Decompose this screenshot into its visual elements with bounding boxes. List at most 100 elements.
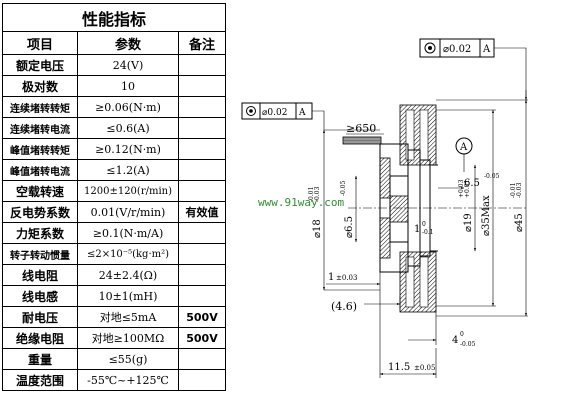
row-item: 连续堵转转矩 bbox=[2, 96, 78, 118]
l1-inner-value: 1 bbox=[414, 224, 420, 235]
watermark: www.91way.com bbox=[258, 196, 344, 209]
row-item: 线电感 bbox=[2, 285, 78, 307]
row-value: ≥0.06(N·m) bbox=[77, 96, 179, 118]
row-note bbox=[178, 54, 226, 76]
tol-top-dia: ⌀ bbox=[443, 44, 449, 55]
row-note bbox=[178, 159, 226, 181]
l4-value: 4 bbox=[452, 335, 458, 346]
table-row: 连续堵转转矩≥0.06(N·m) bbox=[2, 96, 226, 118]
l11-5-tol: ±0.05 bbox=[414, 364, 435, 372]
tol-top-value: 0.02 bbox=[449, 44, 471, 55]
row-note bbox=[178, 243, 226, 265]
l1-inner-tol-hi: 0 bbox=[422, 221, 426, 228]
d45-dia: ⌀ bbox=[514, 226, 525, 232]
row-item: 极对数 bbox=[2, 75, 78, 97]
header-note: 备注 bbox=[178, 31, 226, 55]
row-note bbox=[178, 117, 226, 139]
table-row: 温度范围-55℃~+125℃ bbox=[2, 369, 226, 391]
d35-dia: ⌀ bbox=[481, 230, 492, 236]
l11-5-value: 11.5 bbox=[388, 362, 410, 373]
row-value: 对地≤5mA bbox=[77, 306, 179, 328]
l4-tol-hi: 0 bbox=[460, 331, 464, 338]
row-note bbox=[178, 264, 226, 286]
row-item: 反电势系数 bbox=[2, 201, 78, 223]
row-note bbox=[178, 369, 226, 391]
motor-section bbox=[379, 104, 438, 313]
svg-text:⌀35Max: ⌀35Max bbox=[481, 195, 492, 236]
svg-text:⌀0.02: ⌀0.02 bbox=[443, 44, 471, 55]
table-header-row: 项目 参数 备注 bbox=[2, 31, 226, 55]
l6-5-value: 6.5 bbox=[464, 178, 480, 189]
d6-5-dia: ⌀ bbox=[344, 232, 355, 238]
svg-text:≥650: ≥650 bbox=[346, 122, 376, 135]
row-item: 转子转动惯量 bbox=[2, 243, 78, 265]
row-value: ≥0.1(N·m/A) bbox=[77, 222, 179, 244]
row-value: 24±2.4(Ω) bbox=[77, 264, 179, 286]
d35-value: 35Max bbox=[481, 195, 492, 230]
d6-5-tol-hi: -0.05 bbox=[340, 180, 347, 196]
tol-left-dia: ⌀ bbox=[262, 108, 268, 118]
table-title: 性能指标 bbox=[2, 3, 226, 32]
d6-5-value: 6.5 bbox=[344, 216, 355, 232]
table-row: 力矩系数≥0.1(N·m/A) bbox=[2, 222, 226, 244]
table-title-row: 性能指标 bbox=[2, 3, 226, 32]
row-value: 10 bbox=[77, 75, 179, 97]
svg-text:⌀6.5: ⌀6.5 bbox=[344, 216, 355, 238]
row-note bbox=[178, 96, 226, 118]
l1-inner-tol-lo: -0.1 bbox=[422, 229, 434, 236]
length-dimensions: 6.5 -0.05 1 0 -0.1 1 ±0.03 (4.6) 4 0 -0.… bbox=[326, 173, 500, 378]
tolerance-frame-left: ⌀0.02 A bbox=[241, 102, 325, 130]
row-note bbox=[178, 285, 226, 307]
row-value: ≤0.6(A) bbox=[77, 117, 179, 139]
table-row: 峰值堵转电流≤1.2(A) bbox=[2, 159, 226, 181]
row-value: 对地≥100MΩ bbox=[77, 327, 179, 349]
row-item: 空载转速 bbox=[2, 180, 78, 202]
row-note bbox=[178, 222, 226, 244]
concentricity-icon bbox=[246, 106, 256, 116]
datum-a-label: A bbox=[459, 142, 468, 153]
row-item: 连续堵转电流 bbox=[2, 117, 78, 139]
d19-value: 19 bbox=[463, 213, 474, 226]
tol-left-value: 0.02 bbox=[267, 108, 287, 118]
row-item: 耐电压 bbox=[2, 306, 78, 328]
d18-dia: ⌀ bbox=[312, 232, 323, 238]
concentricity-icon-center bbox=[249, 109, 253, 113]
concentricity-icon bbox=[424, 42, 436, 54]
row-item: 峰值堵转电流 bbox=[2, 159, 78, 181]
header-value: 参数 bbox=[77, 31, 179, 55]
row-value: -55℃~+125℃ bbox=[77, 369, 179, 391]
row-note bbox=[178, 75, 226, 97]
row-note: 500V bbox=[178, 327, 226, 349]
row-value: ≥0.12(N·m) bbox=[77, 138, 179, 160]
row-value: ≤1.2(A) bbox=[77, 159, 179, 181]
row-value: 1200±120(r/min) bbox=[77, 180, 179, 202]
row-value: ≤55(g) bbox=[77, 348, 179, 370]
lead-wire: ≥650 bbox=[342, 122, 384, 145]
row-value: ≤2×10⁻⁵(kg·m²) bbox=[77, 243, 179, 265]
row-item: 重量 bbox=[2, 348, 78, 370]
row-value: 10±1(mH) bbox=[77, 285, 179, 307]
d45-value: 45 bbox=[514, 213, 525, 226]
l4-6-value: (4.6) bbox=[331, 300, 357, 313]
table-row: 峰值堵转转矩≥0.12(N·m) bbox=[2, 138, 226, 160]
table-row: 转子转动惯量≤2×10⁻⁵(kg·m²) bbox=[2, 243, 226, 265]
row-note bbox=[178, 180, 226, 202]
tol-left-datum: A bbox=[298, 108, 306, 118]
lead-gte: ≥ bbox=[346, 122, 355, 135]
row-item: 温度范围 bbox=[2, 369, 78, 391]
motor-drawing: ⌀0.02 A ⌀0.02 A ≥650 bbox=[241, 38, 528, 378]
tol-top-datum: A bbox=[482, 44, 491, 55]
datum-a-marker: A bbox=[455, 137, 473, 172]
row-note: 有效值 bbox=[178, 201, 226, 223]
l1-left-tol: ±0.03 bbox=[336, 274, 357, 282]
